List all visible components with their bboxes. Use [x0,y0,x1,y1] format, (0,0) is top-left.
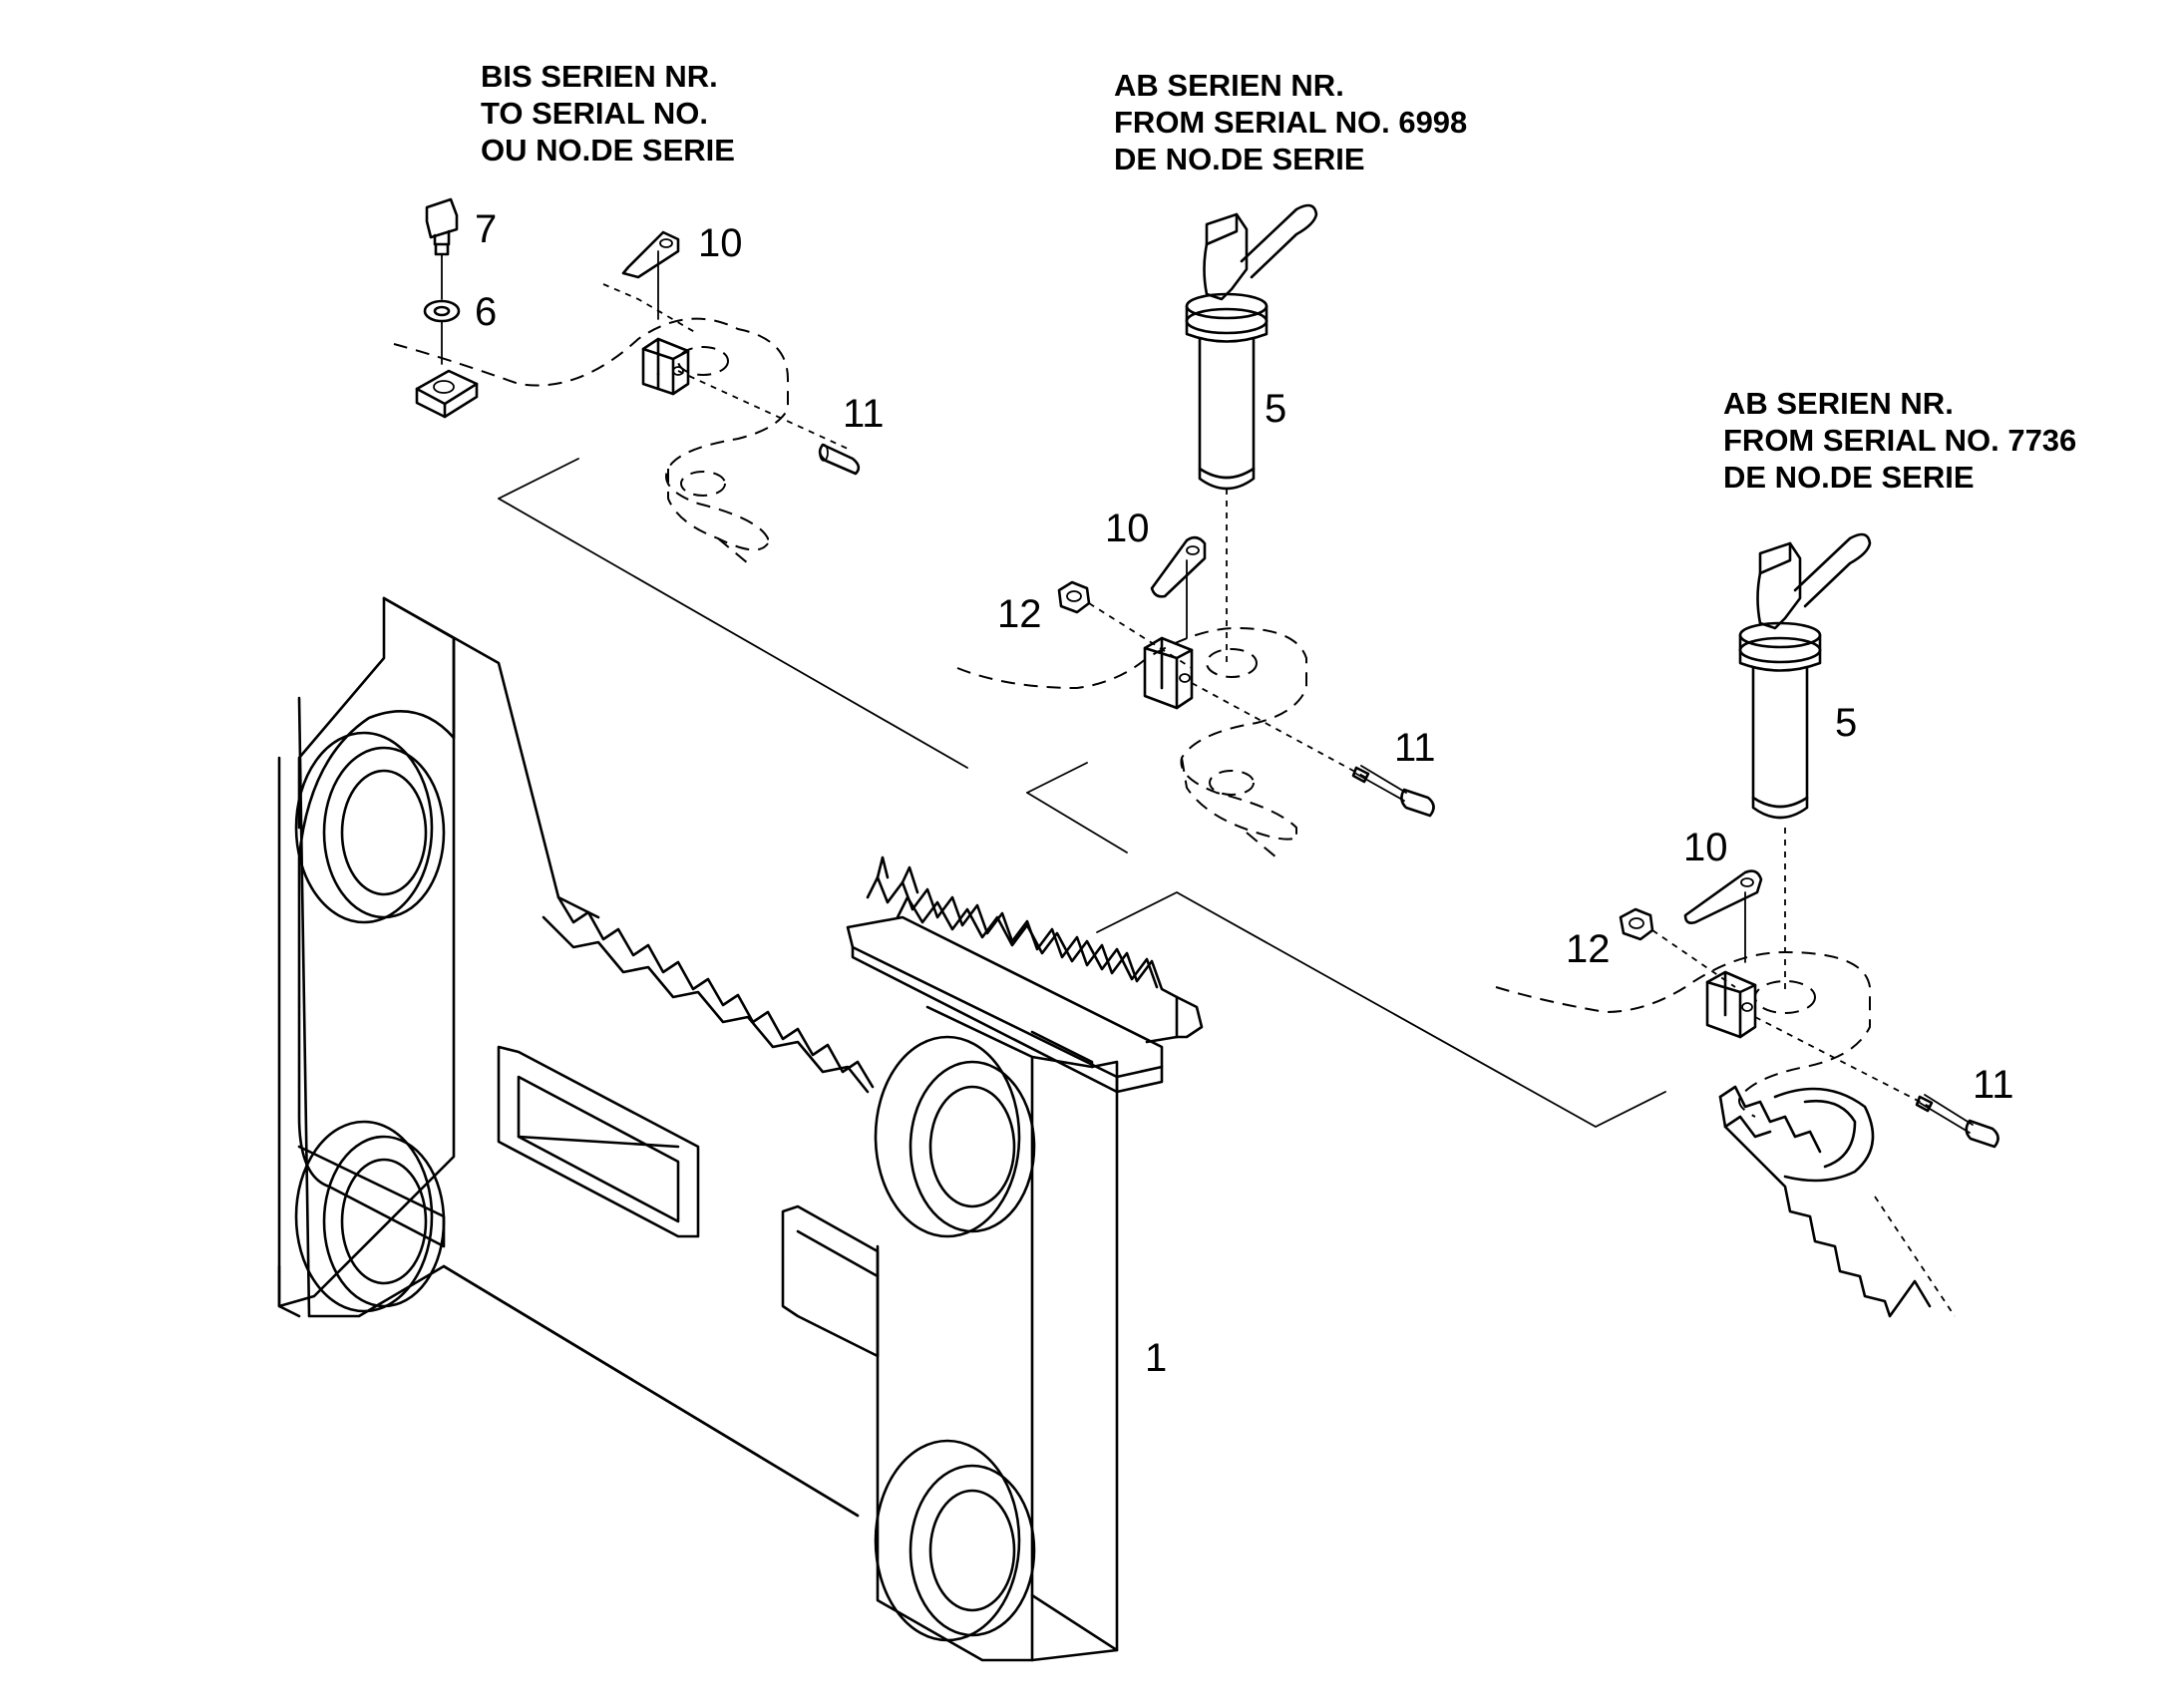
bolt-part-11-right [1915,1094,1999,1149]
bolt-part-11-middle [1351,765,1435,818]
pin-part-11-left [818,443,861,476]
serial-note-right-line2: FROM SERIAL NO. 7736 [1723,423,2077,458]
clip-part-10-left [621,230,680,320]
serial-note-right-line1: AB SERIEN NR. [1723,386,1954,421]
square-nut [415,369,479,419]
serial-note-left: BIS SERIEN NR. TO SERIAL NO. OU NO.DE SE… [481,58,735,169]
clip-part-10-middle [1150,535,1207,639]
middle-latch-group [956,203,1435,858]
serial-note-right: AB SERIEN NR. FROM SERIAL NO. 7736 DE NO… [1723,385,2076,496]
serial-note-left-line2: TO SERIAL NO. [481,96,708,131]
callout-6: 6 [475,290,498,334]
nut-part-12-right [1619,907,1736,988]
bolt-part-7 [425,197,459,300]
callout-10-left: 10 [698,221,743,265]
callout-12-middle: 12 [997,592,1042,636]
callout-12-right: 12 [1566,927,1611,971]
serial-note-left-line3: OU NO.DE SERIE [481,133,735,168]
callout-5-middle: 5 [1265,387,1287,431]
serial-note-middle: AB SERIEN NR. FROM SERIAL NO. 6998 DE NO… [1114,67,1467,177]
handle-pin-part-5-right [1738,532,1872,820]
handle-pin-part-5-middle [1185,203,1318,491]
serial-note-middle-line1: AB SERIEN NR. [1114,68,1344,103]
assembly-center-lines [498,458,1666,1129]
serial-note-middle-line2: FROM SERIAL NO. 6998 [1114,105,1468,140]
washer-part-6 [423,299,461,365]
left-latch-group [393,197,861,564]
clevis-block-left [641,337,849,450]
clevis-block-middle [1143,636,1367,779]
clip-part-10-right [1683,869,1763,963]
serial-note-middle-line3: DE NO.DE SERIE [1114,142,1365,176]
callout-11-middle: 11 [1394,726,1436,770]
clevis-block-right [1705,970,1931,1108]
callout-1: 1 [1145,1336,1168,1380]
serial-note-left-line1: BIS SERIEN NR. [481,59,718,94]
callout-10-middle: 10 [1105,507,1150,550]
callout-11-left: 11 [843,392,885,436]
adapter-frame-part-1 [277,596,1204,1662]
callout-5-right: 5 [1835,701,1858,745]
callout-10-right: 10 [1683,826,1728,869]
callout-11-right: 11 [1973,1063,2014,1107]
right-latch-group [1495,532,1999,1318]
callout-7: 7 [475,207,498,251]
serial-note-right-line3: DE NO.DE SERIE [1723,460,1975,495]
toothed-bracket-fragment [1718,1085,1956,1318]
